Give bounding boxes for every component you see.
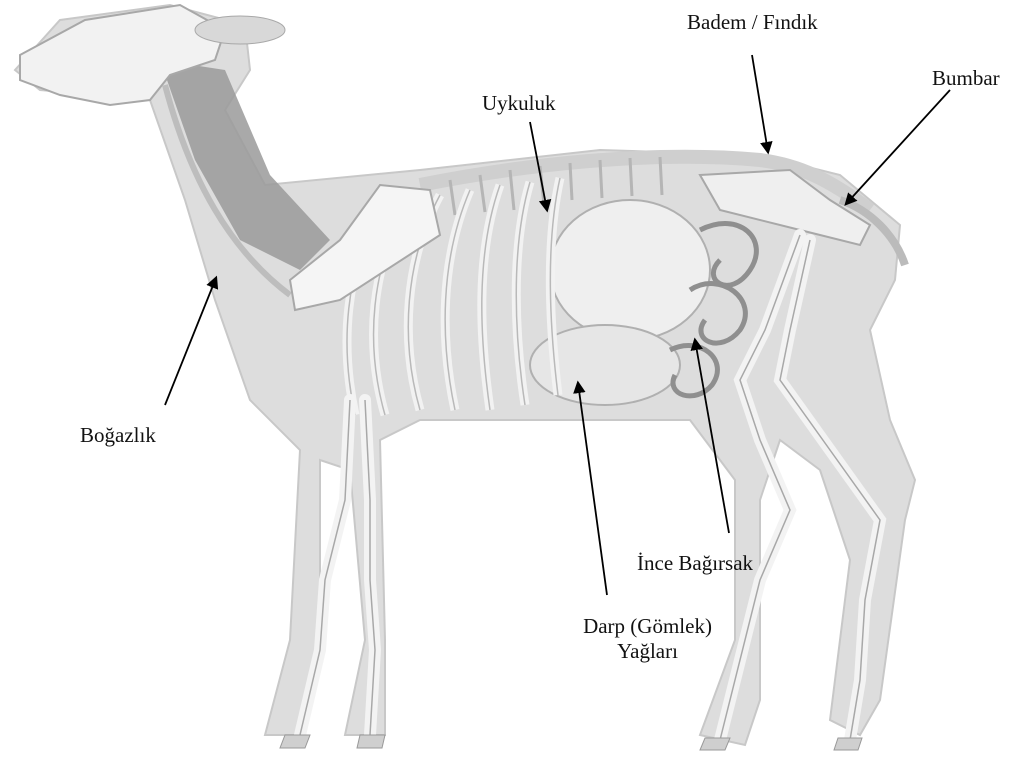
label-darp-line2: Yağları xyxy=(560,639,735,664)
label-darp-line1: Darp (Gömlek) xyxy=(560,614,735,639)
label-ince-bagirsak: İnce Bağırsak xyxy=(637,551,753,576)
label-bumbar: Bumbar xyxy=(932,66,1000,91)
arrow-bumbar xyxy=(846,90,950,204)
label-bogazlik: Boğazlık xyxy=(80,423,156,448)
arrow-badem xyxy=(752,55,768,152)
rumen xyxy=(550,200,710,340)
label-badem-findik: Badem / Fındık xyxy=(687,10,818,35)
label-uykuluk: Uykuluk xyxy=(482,91,556,116)
arrow-bogazlik xyxy=(165,278,216,405)
hooves xyxy=(280,735,862,750)
ear xyxy=(195,16,285,44)
label-darp-gomlek-yaglari: Darp (Gömlek) Yağları xyxy=(560,614,735,664)
